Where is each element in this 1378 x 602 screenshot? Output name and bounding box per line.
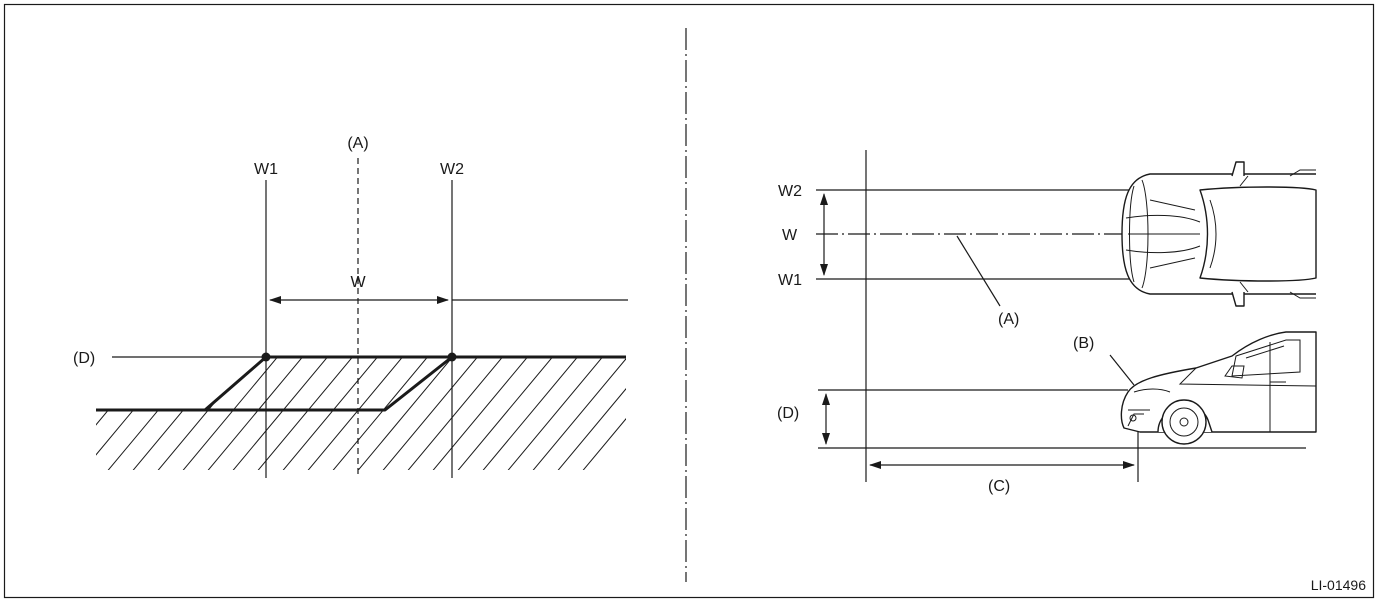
screen-view-panel: W1 W2 (A) W (D) [73, 135, 628, 478]
car-side-view-icon [1120, 331, 1317, 445]
label-c-right: (C) [988, 478, 1010, 495]
w2-point [447, 352, 457, 362]
label-a-left: (A) [347, 135, 368, 152]
vehicle-position-panel: W2 W W1 (A) (B) (D) (C) [777, 150, 1317, 495]
figure-border [3, 3, 1375, 599]
w1-point [261, 352, 271, 362]
label-w-right: W [782, 227, 798, 244]
b-leader-line [1109, 354, 1135, 386]
beam-cutoff-line [96, 355, 626, 412]
figure-code: LI-01496 [1311, 577, 1366, 593]
label-w2-right: W2 [778, 183, 802, 200]
label-a-right: (A) [998, 311, 1019, 328]
a-leader-line [956, 235, 1001, 307]
label-b-right: (B) [1073, 335, 1094, 352]
label-w1-left: W1 [254, 161, 278, 178]
label-d-left: (D) [73, 350, 95, 367]
label-w2-left: W2 [440, 161, 464, 178]
label-w1-right: W1 [778, 272, 802, 289]
label-w-left: W [350, 274, 366, 291]
ground-hatching [96, 357, 626, 470]
label-d-right: (D) [777, 405, 799, 422]
car-top-view-icon [1121, 161, 1317, 307]
